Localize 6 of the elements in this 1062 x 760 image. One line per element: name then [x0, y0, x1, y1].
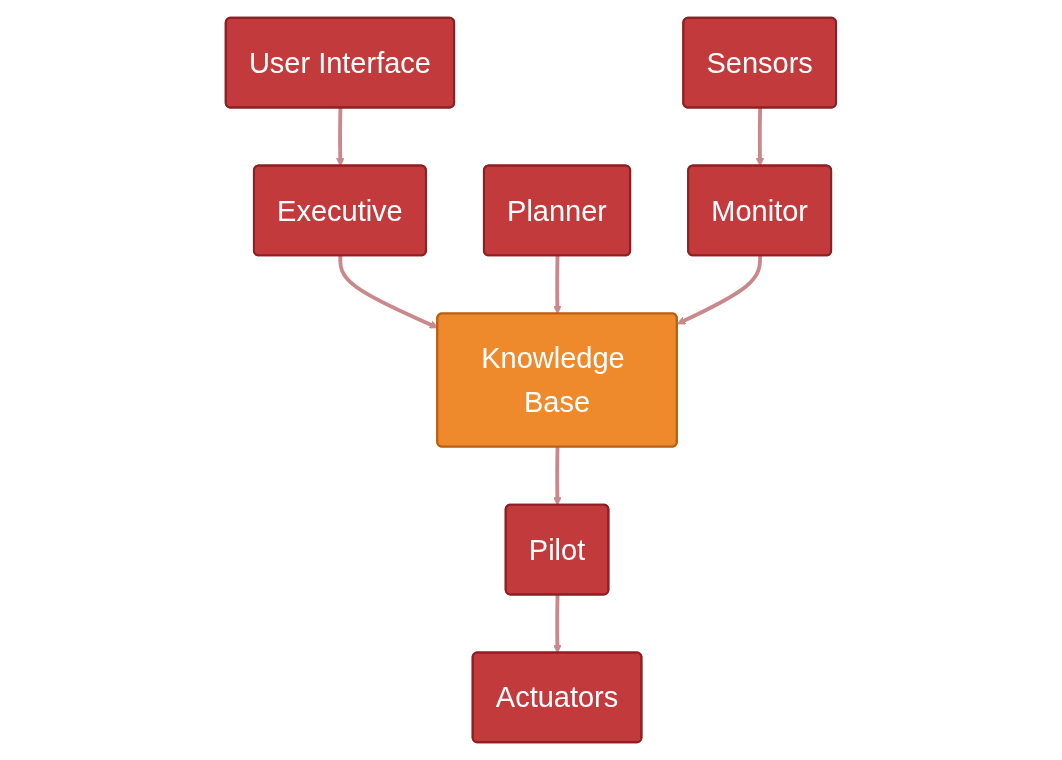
arrow — [553, 447, 562, 506]
arrow — [553, 255, 562, 315]
arrow — [336, 108, 345, 167]
arrow — [677, 255, 763, 325]
arrow — [755, 108, 765, 167]
arrow — [553, 594, 562, 654]
